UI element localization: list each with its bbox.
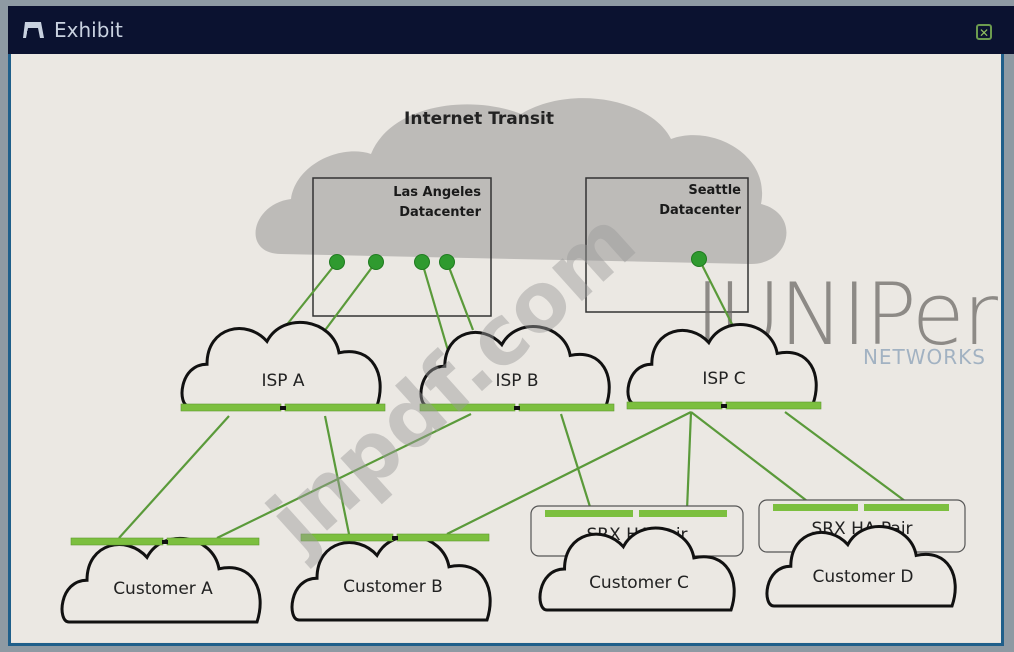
internet-transit-label: Internet Transit — [404, 109, 554, 129]
link-la-port-3-to-isp-b — [420, 261, 451, 355]
window-title: Exhibit — [54, 18, 123, 42]
isp-b-interface-bar — [419, 403, 615, 412]
cust-b-interface-bar — [300, 533, 490, 542]
cust-c-label: Customer C — [589, 573, 689, 593]
seattle-datacenter-label-2: Datacenter — [659, 203, 741, 218]
seattle-datacenter-label-1: Seattle — [688, 183, 741, 198]
isp-b-label: ISP B — [495, 371, 538, 391]
cust-a-label: Customer A — [113, 579, 213, 599]
link-isp-a-to-cust-b — [323, 415, 351, 535]
la-port-1-dot — [329, 254, 345, 270]
isp-a-interface-bar — [180, 403, 386, 412]
isp-b-cloud: ISP B — [419, 325, 615, 412]
srx-d-interface-bar — [773, 504, 949, 511]
seattle-datacenter: Seattle Datacenter — [585, 177, 749, 313]
close-x-icon[interactable]: ✕ — [976, 24, 992, 40]
exhibit-icon — [23, 22, 44, 38]
cust-d-cloud: Customer D — [765, 525, 957, 608]
link-isp-c-to-srx-d — [690, 411, 812, 505]
link-isp-a-to-cust-a — [118, 415, 230, 539]
isp-a-cloud: ISP A — [180, 320, 386, 412]
la-datacenter-label-2: Datacenter — [399, 205, 481, 220]
cust-a-cloud: Customer A — [60, 536, 262, 624]
juniper-networks-text: NETWORKS — [863, 345, 986, 369]
network-diagram: Internet Transit Las Angeles Datacenter … — [60, 98, 1001, 624]
la-port-3-dot — [414, 254, 430, 270]
cust-b-label: Customer B — [343, 577, 443, 597]
link-seattle-port-1-to-isp-c — [698, 258, 739, 337]
link-isp-c-to-srx-c — [685, 411, 693, 511]
links-layer — [118, 258, 910, 539]
la-port-4-dot — [439, 254, 455, 270]
isp-c-cloud: ISP C — [626, 323, 822, 410]
cust-d-label: Customer D — [812, 567, 913, 587]
la-datacenter-label-1: Las Angeles — [393, 185, 481, 200]
internet-transit-cloud: Internet Transit — [255, 98, 787, 265]
link-isp-b-to-srx-c — [559, 413, 593, 511]
la-port-2-dot — [368, 254, 384, 270]
isp-a-label: ISP A — [261, 371, 304, 391]
link-la-port-1-to-isp-a — [280, 261, 338, 333]
juniper-watermark: JUNIPer NETWORKS — [695, 265, 1001, 369]
seattle-port-1-dot — [691, 251, 707, 267]
diagram-canvas: Internet Transit Las Angeles Datacenter … — [11, 54, 1001, 642]
customer-layer: Customer A Customer B Customer C Customer D — [60, 525, 957, 624]
la-datacenter: Las Angeles Datacenter — [312, 177, 492, 317]
link-isp-c-to-srx-d — [784, 411, 910, 505]
cust-c-cloud: Customer C — [538, 526, 736, 612]
srx-c-interface-bar — [545, 510, 727, 517]
link-isp-c-to-cust-b — [446, 411, 692, 535]
ports-layer — [329, 251, 707, 270]
isp-c-label: ISP C — [702, 369, 745, 389]
link-la-port-4-to-isp-b — [445, 261, 475, 331]
isp-layer: ISP A ISP B ISP C — [180, 320, 822, 412]
cust-a-interface-bar — [70, 537, 260, 546]
link-isp-b-to-cust-a — [216, 413, 472, 539]
title-bar: Exhibit ✕ — [8, 6, 1014, 54]
cust-b-cloud: Customer B — [290, 533, 492, 622]
isp-c-interface-bar — [626, 401, 822, 410]
